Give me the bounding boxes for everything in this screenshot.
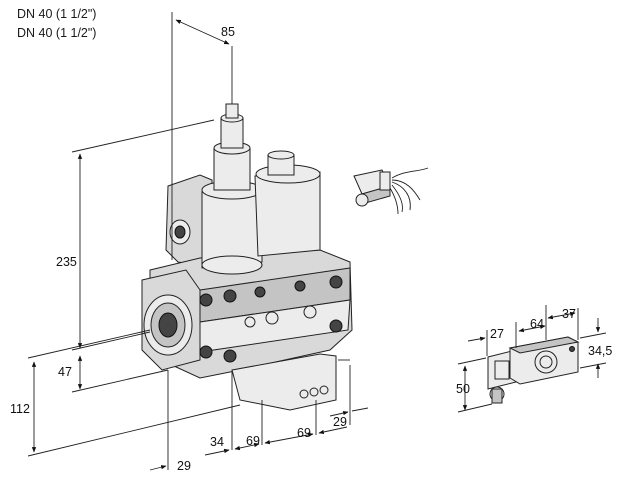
dimension-lines	[27, 12, 369, 471]
dim-69-b: 69	[297, 426, 311, 440]
dim-29-rear: 29	[333, 415, 347, 429]
dim-37: 37	[562, 307, 576, 321]
dim-47: 47	[58, 365, 72, 379]
dim-69-a: 69	[246, 434, 260, 448]
connector-plug	[353, 167, 429, 215]
dim-29-front: 29	[177, 459, 191, 473]
solenoid-right	[254, 171, 321, 257]
dim-85: 85	[221, 25, 235, 39]
detail-dimension-lines	[457, 305, 607, 413]
dim-235: 235	[56, 255, 77, 269]
dim-34: 34	[210, 435, 224, 449]
dim-50: 50	[456, 382, 470, 396]
bolts	[199, 275, 343, 363]
header-line-1: DN 40 (1 1/2")	[17, 7, 97, 21]
bottom-module	[231, 353, 337, 411]
dim-27: 27	[490, 327, 504, 341]
valve-assembly	[141, 95, 353, 411]
dim-112: 112	[10, 402, 30, 416]
dim-64: 64	[530, 317, 544, 331]
dim-34-5: 34,5	[588, 344, 612, 358]
header-line-2: DN 40 (1 1/2")	[17, 26, 97, 40]
detail-module	[487, 336, 580, 404]
